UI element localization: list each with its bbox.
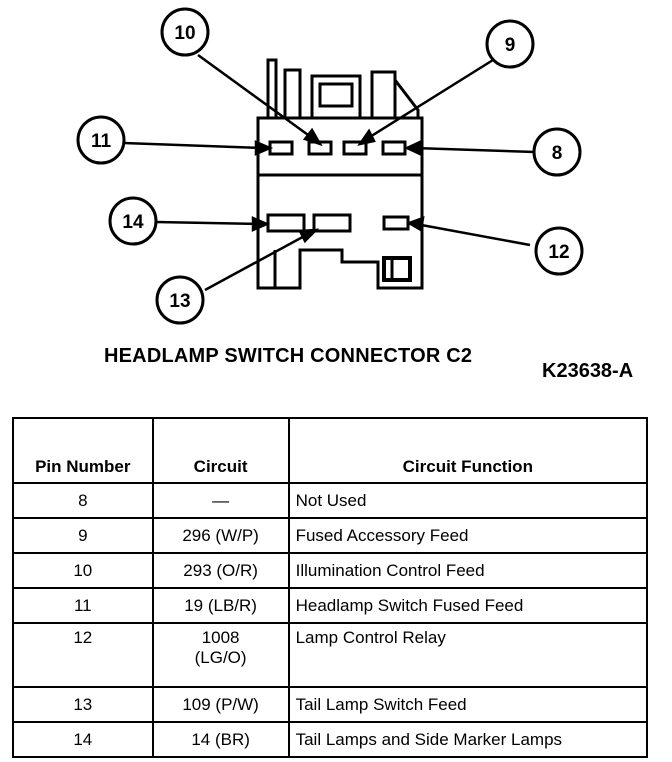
callout-label-8: 8 — [552, 143, 563, 164]
pin-cavities — [266, 140, 410, 233]
callout-label-11: 11 — [91, 131, 112, 152]
table-row: 14 14 (BR) Tail Lamps and Side Marker La… — [12, 721, 649, 758]
pin-cell: 9 — [12, 517, 154, 554]
pin-cell: 13 — [12, 686, 154, 723]
function-cell: Illumination Control Feed — [287, 552, 649, 589]
circuit-cell: 1008 (LG/O) — [151, 622, 290, 688]
table-row: 11 19 (LB/R) Headlamp Switch Fused Feed — [12, 587, 649, 624]
function-cell: Tail Lamp Switch Feed — [287, 686, 649, 723]
pin-cell: 14 — [12, 721, 154, 758]
circuit-cell: 296 (W/P) — [151, 517, 290, 554]
callout-label-9: 9 — [505, 35, 516, 56]
function-cell: Fused Accessory Feed — [287, 517, 649, 554]
connector-diagram: 10 9 11 8 14 12 13 — [76, 7, 584, 325]
pin-cavity-8 — [381, 140, 407, 156]
diagram-title: HEADLAMP SWITCH CONNECTOR C2 — [104, 345, 473, 367]
callout-label-10: 10 — [174, 23, 195, 44]
function-cell: Not Used — [287, 482, 649, 519]
table-row: 10 293 (O/R) Illumination Control Feed — [12, 552, 649, 589]
callout-label-12: 12 — [548, 242, 569, 263]
figure-reference: K23638-A — [542, 360, 634, 382]
table-header-row: Pin Number Circuit Circuit Function — [12, 417, 649, 484]
header-circuit-function: Circuit Function — [287, 417, 649, 484]
pin-table: Pin Number Circuit Circuit Function 8 — … — [12, 417, 649, 758]
circuit-cell: 19 (LB/R) — [151, 587, 290, 624]
callout-bubbles — [76, 7, 584, 325]
pin-cavity-11 — [268, 140, 294, 156]
callout-8 — [532, 127, 582, 177]
header-pin-number: Pin Number — [12, 417, 154, 484]
pin-cavity-13 — [312, 213, 352, 233]
pin-cell: 11 — [12, 587, 154, 624]
leader-lines — [124, 53, 536, 292]
callout-10 — [160, 7, 210, 57]
callout-12 — [534, 226, 584, 276]
callout-labels: 10 9 11 8 14 12 13 — [91, 23, 570, 312]
function-cell: Lamp Control Relay — [287, 622, 649, 688]
function-cell: Tail Lamps and Side Marker Lamps — [287, 721, 649, 758]
table-row: 13 109 (P/W) Tail Lamp Switch Feed — [12, 686, 649, 723]
pin-cell: 10 — [12, 552, 154, 589]
circuit-cell: 293 (O/R) — [151, 552, 290, 589]
callout-label-14: 14 — [122, 212, 144, 233]
pin-cell: 12 — [12, 622, 154, 688]
pin-cell: 8 — [12, 482, 154, 519]
table-row: 9 296 (W/P) Fused Accessory Feed — [12, 517, 649, 554]
circuit-cell: 109 (P/W) — [151, 686, 290, 723]
callout-11 — [76, 115, 126, 165]
header-circuit: Circuit — [151, 417, 290, 484]
function-cell: Headlamp Switch Fused Feed — [287, 587, 649, 624]
callout-9 — [485, 19, 535, 69]
connector-body — [256, 58, 424, 290]
circuit-cell: 14 (BR) — [151, 721, 290, 758]
callout-label-13: 13 — [169, 291, 190, 312]
table-row: 8 — Not Used — [12, 482, 649, 519]
callout-14 — [108, 196, 158, 246]
pin-cavity-14 — [266, 213, 306, 233]
circuit-cell: — — [151, 482, 290, 519]
pin-cavity-12 — [382, 215, 410, 231]
callout-13 — [155, 275, 205, 325]
table-row: 12 1008 (LG/O) Lamp Control Relay — [12, 622, 649, 688]
